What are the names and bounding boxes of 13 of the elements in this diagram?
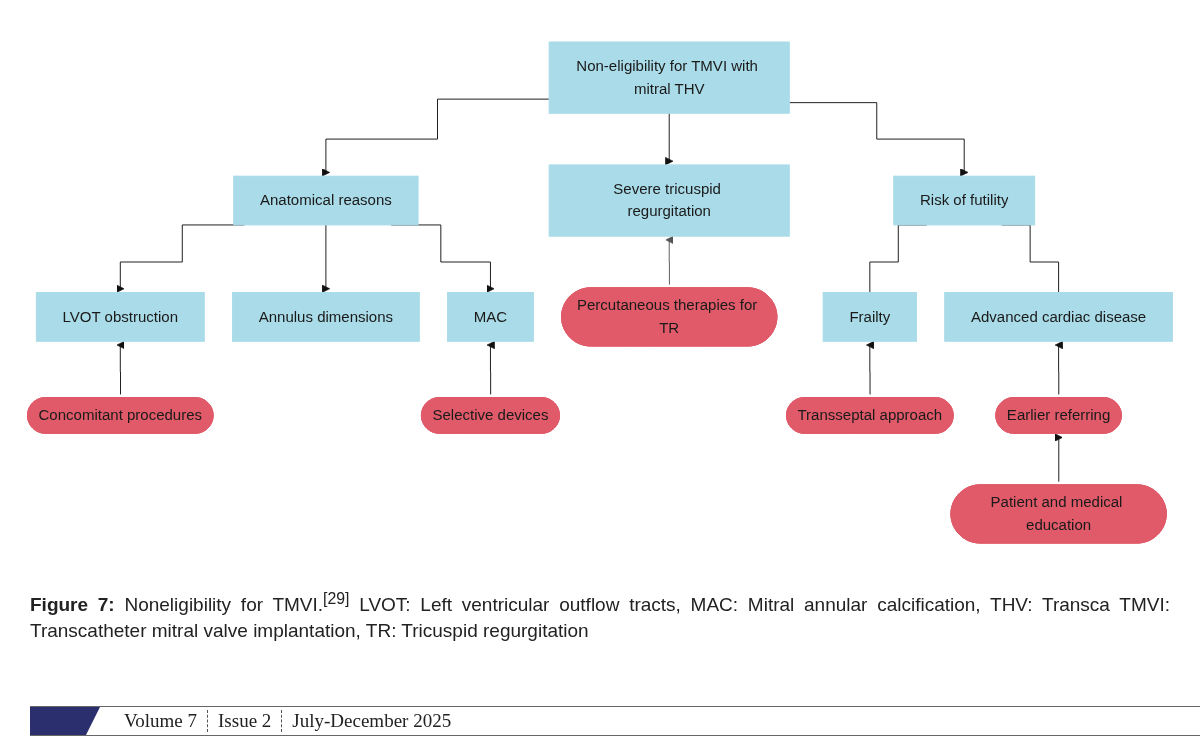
figure-caption: Figure 7: Noneligibility for TMVI.$^{[29]}$ LVOT: Left ventricular outflow tracts, MAC: Mitral annular calcification, THV: Transca TMVI: Transcatheter mitral valve implantation, TR: Tricuspid regurgitation <box>30 589 1170 643</box>
node-box: Non-eligibility for TMVI with mitral THV <box>548 41 790 114</box>
node-box: LVOT obstruction <box>35 292 205 342</box>
node-box: Annulus dimensions <box>231 292 420 342</box>
node-box: Severe tricuspid regurgitation <box>548 164 790 237</box>
node-box: Frailty <box>822 292 917 342</box>
node-box: Risk of futility <box>893 175 1036 226</box>
node-box: Anatomical reasons <box>233 175 419 226</box>
footer-text: Issue 2 <box>207 710 282 732</box>
node-box: Advanced cardiac disease <box>944 292 1173 342</box>
footer-text: Volume 7 <box>123 710 198 732</box>
footer-text: July-December 2025 <box>281 710 462 732</box>
node-box: MAC <box>447 292 534 342</box>
